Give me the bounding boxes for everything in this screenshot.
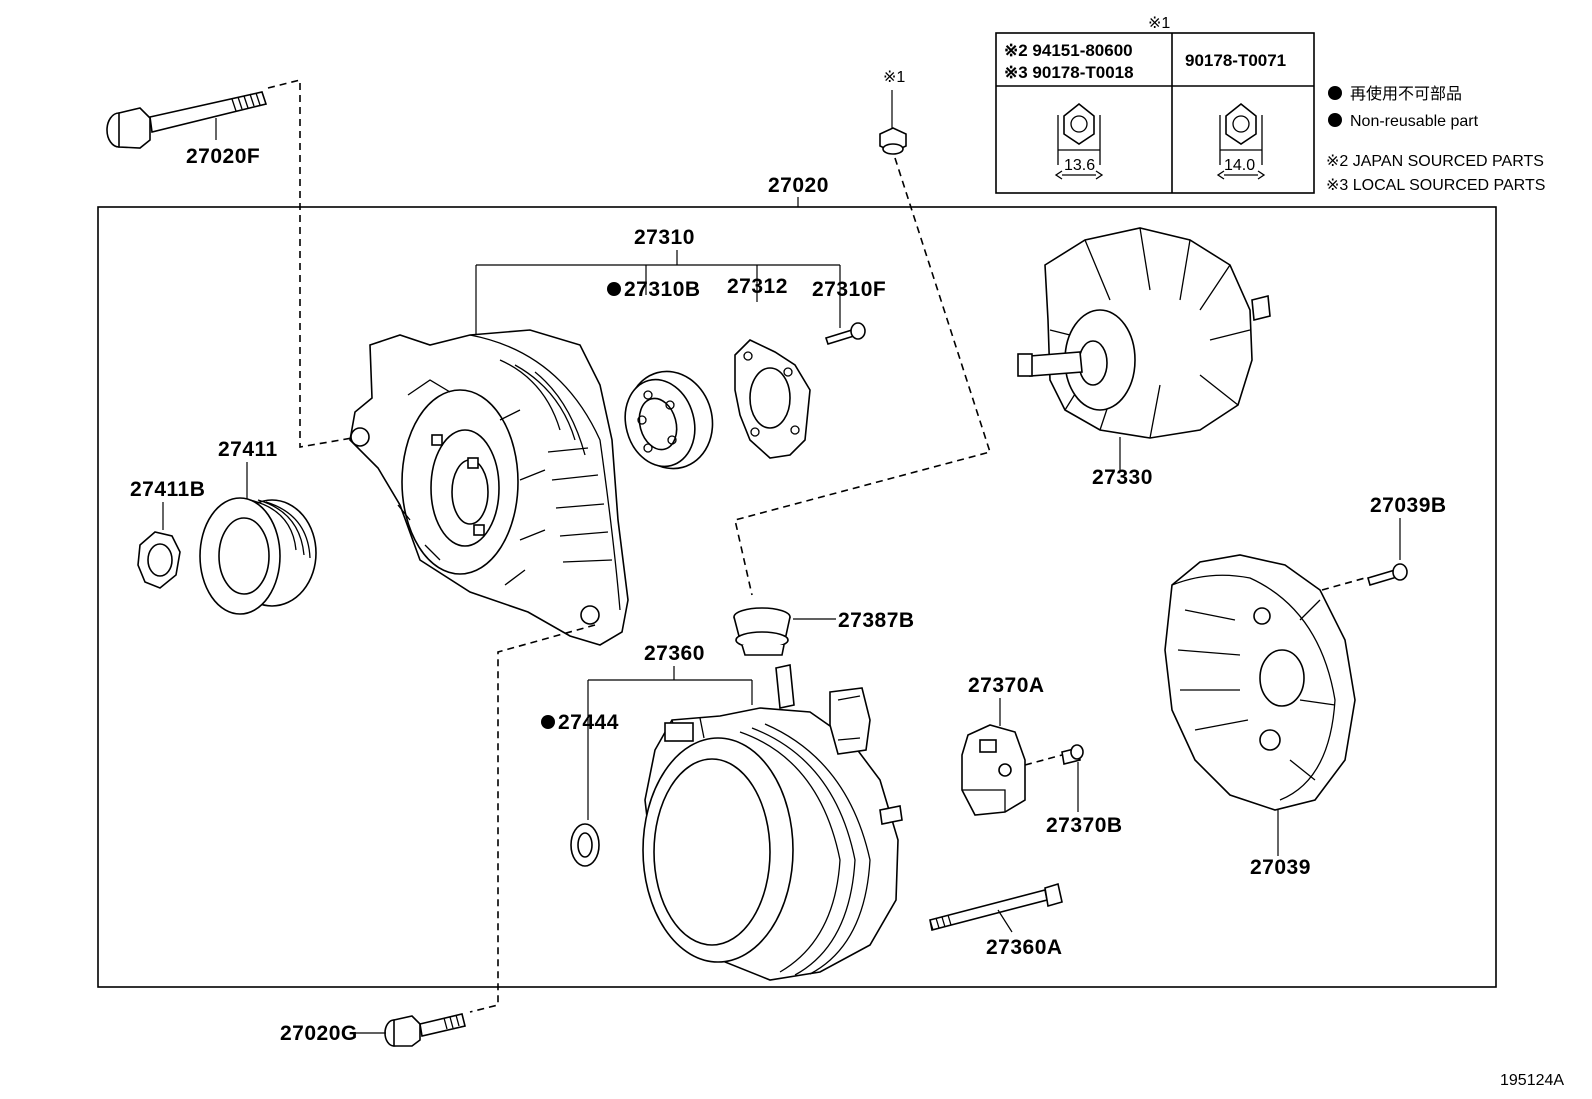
label-ref1: ※1 [883,69,905,86]
nut-icon-right [1216,102,1266,180]
nut-ref1[interactable] [879,127,907,155]
label-27039: 27039 [1250,856,1311,879]
label-27330: 27330 [1092,466,1153,489]
rotor-27330[interactable] [1017,227,1271,439]
bolt-27360a[interactable] [929,882,1063,931]
legend-dot-jp [1328,86,1342,100]
washer-27444[interactable] [570,823,600,867]
non-reusable-dot-27310b [607,282,621,296]
legend-dot-en [1328,113,1342,127]
label-27020g: 27020G [280,1022,358,1045]
label-27360: 27360 [644,642,705,665]
label-27411b: 27411B [130,478,205,501]
bolt-27039b[interactable] [1367,563,1408,586]
label-27370a: 27370A [968,674,1045,697]
table-header-mark: ※1 [1148,15,1170,32]
legend-note2: ※2 JAPAN SOURCED PARTS [1326,153,1544,170]
table-right-part: 90178-T0071 [1185,51,1286,70]
bolt-27020g[interactable] [384,1013,466,1047]
label-27360a: 27360A [986,936,1063,959]
nut-reference-table [995,32,1315,194]
table-left-line1: ※2 94151-80600 [1004,41,1133,60]
diagram-code: 195124A [1500,1072,1564,1089]
label-27039b: 27039B [1370,494,1447,517]
nut-27411b[interactable] [137,531,181,589]
insulator-27387b[interactable] [733,607,791,656]
label-27444: 27444 [558,711,619,734]
label-27312: 27312 [727,275,788,298]
label-27370b: 27370B [1046,814,1123,837]
nut-icon-left [1054,102,1104,180]
non-reusable-dot-27444 [541,715,555,729]
screw-27310f[interactable] [824,322,866,345]
brush-holder-27370a[interactable] [961,724,1026,816]
table-left-line2: ※3 90178-T0018 [1004,63,1134,82]
assembly-frame [97,206,1497,988]
table-right-dim: 14.0 [1224,157,1255,174]
pulley-27411[interactable] [199,497,317,615]
label-27020f: 27020F [186,145,260,168]
label-27310: 27310 [634,226,695,249]
label-27411: 27411 [218,438,278,461]
bolt-27020f[interactable] [106,91,268,149]
table-left-dim: 13.6 [1064,157,1095,174]
retainer-plate-27312[interactable] [734,339,811,459]
bearing-27310b[interactable] [616,362,723,478]
rear-cover-27039[interactable] [1164,554,1356,811]
legend-jp: 再使用不可部品 [1350,85,1462,103]
drive-end-frame-27310[interactable] [349,329,629,646]
label-27310f: 27310F [812,278,886,301]
screw-27370b[interactable] [1061,744,1084,765]
label-27310b: 27310B [624,278,701,301]
legend-en: Non-reusable part [1350,113,1479,130]
rectifier-end-frame-27360[interactable] [642,664,903,981]
label-27387b: 27387B [838,609,915,632]
legend-note3: ※3 LOCAL SOURCED PARTS [1326,177,1545,194]
label-27020: 27020 [768,174,829,197]
